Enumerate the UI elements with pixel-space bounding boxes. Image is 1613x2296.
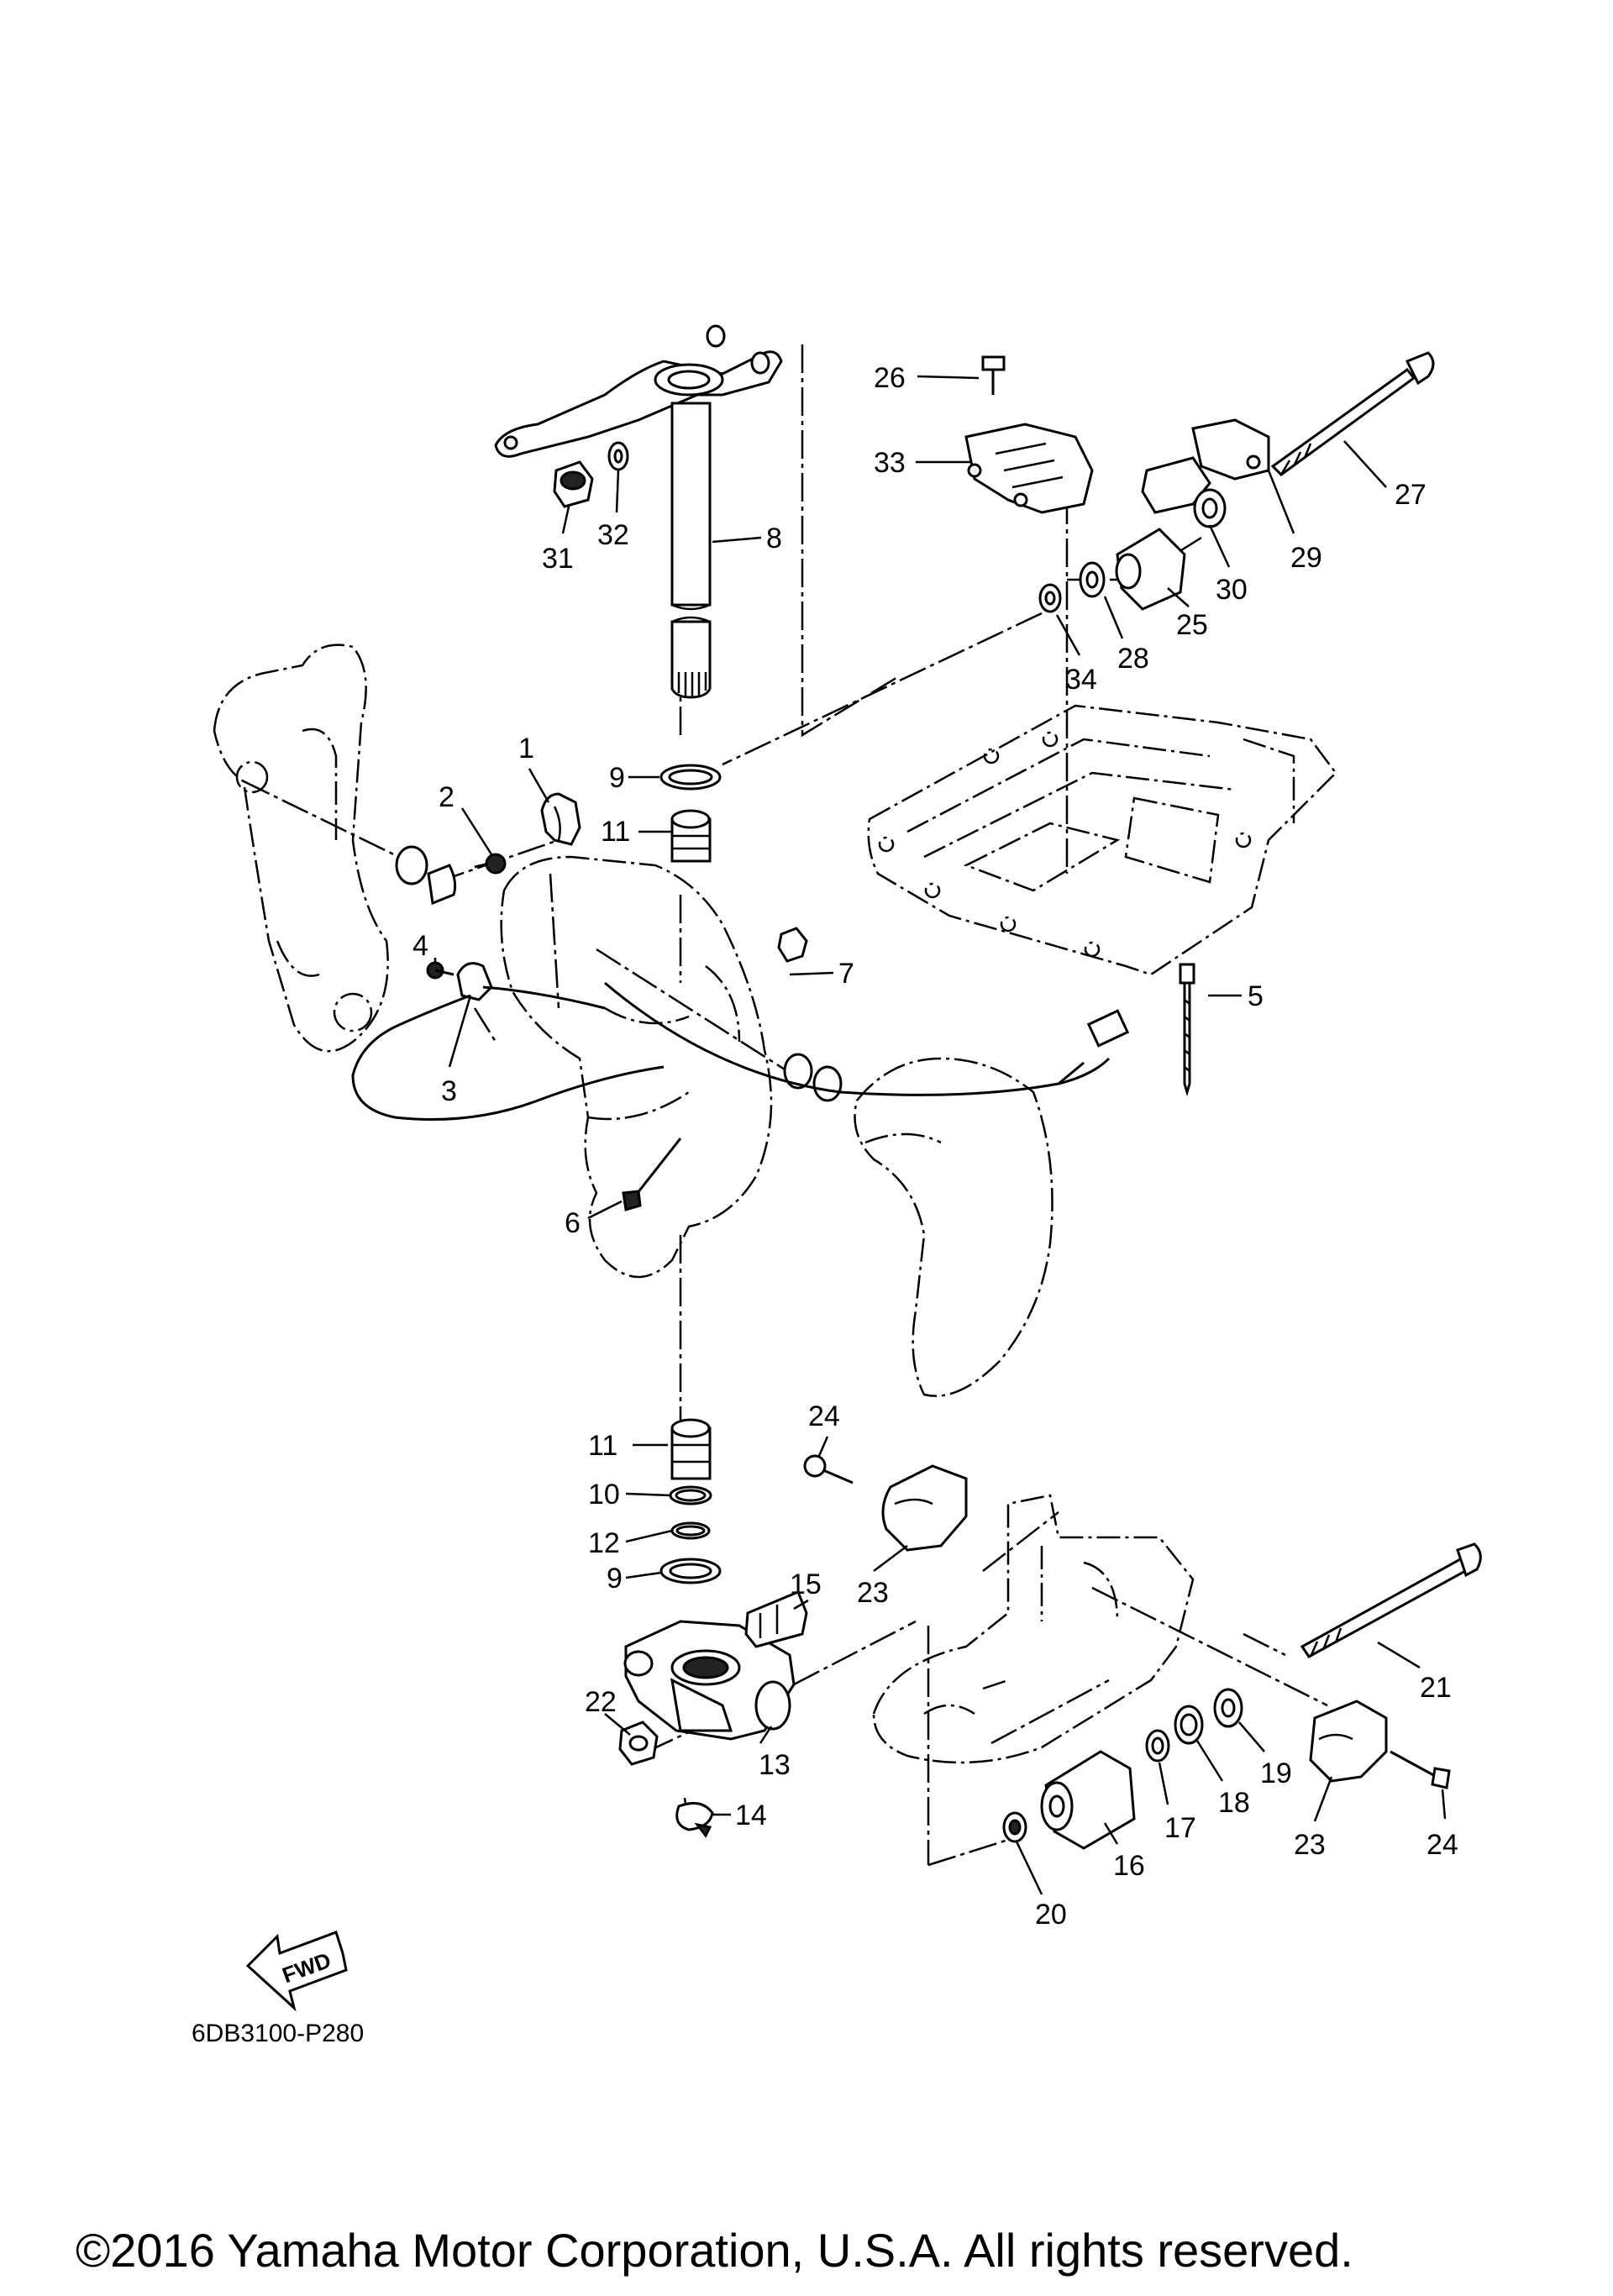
bushing-11-upper: [670, 809, 712, 863]
label-20: 20: [1035, 1899, 1067, 1931]
bolt-26: [981, 355, 1006, 395]
label-7: 7: [838, 958, 854, 990]
label-29: 29: [1290, 542, 1322, 574]
fwd-arrow-icon: FWD: [245, 1931, 348, 2012]
mount-bracket-23-left: [881, 1464, 968, 1552]
washer-18: [1174, 1705, 1204, 1745]
bottom-cowling-outline: [867, 704, 1337, 976]
washer-9-upper: [659, 764, 722, 791]
label-3: 3: [441, 1075, 457, 1107]
bolt-2: [474, 853, 507, 875]
drawing-code: 6DB3100-P280: [192, 2020, 364, 2047]
label-6: 6: [565, 1207, 581, 1239]
o-ring-10: [669, 1485, 712, 1505]
collar: [395, 845, 457, 906]
label-27: 27: [1395, 479, 1426, 511]
label-31: 31: [542, 543, 574, 575]
label-13: 13: [759, 1749, 791, 1781]
label-23-right: 23: [1294, 1829, 1326, 1861]
label-18: 18: [1218, 1787, 1250, 1819]
collar-20: [1002, 1811, 1027, 1843]
trim-sensor-3: [351, 962, 665, 1121]
mount-rubber-16: [1040, 1750, 1136, 1850]
part-labels: 26 33 8 27 29 30 25 28 34 31 32 1 2 9 11…: [412, 362, 1458, 1931]
wire-harness: [604, 981, 1130, 1096]
clip-1: [540, 792, 581, 846]
label-10: 10: [588, 1479, 620, 1511]
label-33: 33: [874, 447, 906, 479]
washer-19: [1213, 1688, 1243, 1728]
bolt-21: [1300, 1542, 1482, 1658]
bolt-24-right: [1390, 1750, 1451, 1789]
label-12: 12: [588, 1527, 620, 1559]
cable-tie-5: [1179, 963, 1195, 1097]
upper-mount-bracket-33: [964, 423, 1094, 514]
label-24-left: 24: [808, 1400, 840, 1432]
lower-case-outline: [872, 1494, 1195, 1764]
screw-4: [426, 961, 454, 980]
circlip-14: [675, 1801, 714, 1838]
label-22: 22: [585, 1686, 617, 1718]
label-32: 32: [597, 519, 629, 551]
label-11-lower: 11: [588, 1430, 617, 1462]
label-2: 2: [439, 781, 454, 813]
mount-bracket-23-right: [1309, 1700, 1388, 1783]
steering-arm: [494, 324, 783, 458]
washer-9-lower: [659, 1558, 722, 1584]
label-8: 8: [766, 523, 782, 554]
assembly-lines: [243, 344, 1328, 1867]
bolt-6: [622, 1137, 682, 1211]
washer-32: [607, 441, 629, 471]
o-ring-12: [670, 1521, 711, 1540]
leader-lines: [433, 375, 1447, 1895]
washer-28: [1079, 561, 1106, 598]
mount-rubber-25: [1115, 528, 1186, 611]
label-15: 15: [790, 1568, 822, 1600]
label-34: 34: [1065, 664, 1097, 696]
label-1: 1: [518, 733, 534, 764]
label-11-upper: 11: [601, 816, 630, 848]
lower-mount-housing-13: [623, 1620, 796, 1741]
label-4: 4: [412, 930, 428, 962]
collar-34: [1038, 583, 1062, 613]
nut-7: [777, 927, 808, 963]
nut-22: [618, 1721, 659, 1766]
label-24-right: 24: [1426, 1829, 1458, 1861]
clamp-bracket-outline: [213, 644, 389, 1053]
label-16: 16: [1113, 1850, 1145, 1882]
label-17: 17: [1164, 1812, 1196, 1844]
label-9-lower: 9: [607, 1563, 623, 1595]
label-5: 5: [1248, 980, 1264, 1012]
swivel-bushing: [783, 1053, 843, 1102]
bolt-27: [1270, 351, 1435, 476]
bolt-24-left: [803, 1454, 854, 1484]
steering-shaft: [670, 402, 712, 699]
label-21: 21: [1420, 1672, 1452, 1704]
label-14: 14: [735, 1799, 767, 1831]
copyright-notice: ©2016 Yamaha Motor Corporation, U.S.A. A…: [76, 2224, 1353, 2277]
collar-30: [1193, 488, 1227, 528]
steering-bracket-outline: [854, 1057, 1053, 1397]
label-23-left: 23: [857, 1577, 889, 1609]
nut-31: [553, 460, 594, 508]
label-26: 26: [874, 362, 906, 394]
label-25: 25: [1176, 609, 1208, 641]
label-30: 30: [1216, 574, 1248, 606]
swivel-bracket-outline: [500, 855, 773, 1279]
washer-17: [1145, 1729, 1170, 1763]
bushing-11-lower: [670, 1418, 712, 1480]
label-28: 28: [1117, 643, 1149, 675]
bracket-15: [744, 1590, 808, 1648]
label-9-upper: 9: [609, 762, 625, 794]
label-19: 19: [1260, 1757, 1292, 1789]
